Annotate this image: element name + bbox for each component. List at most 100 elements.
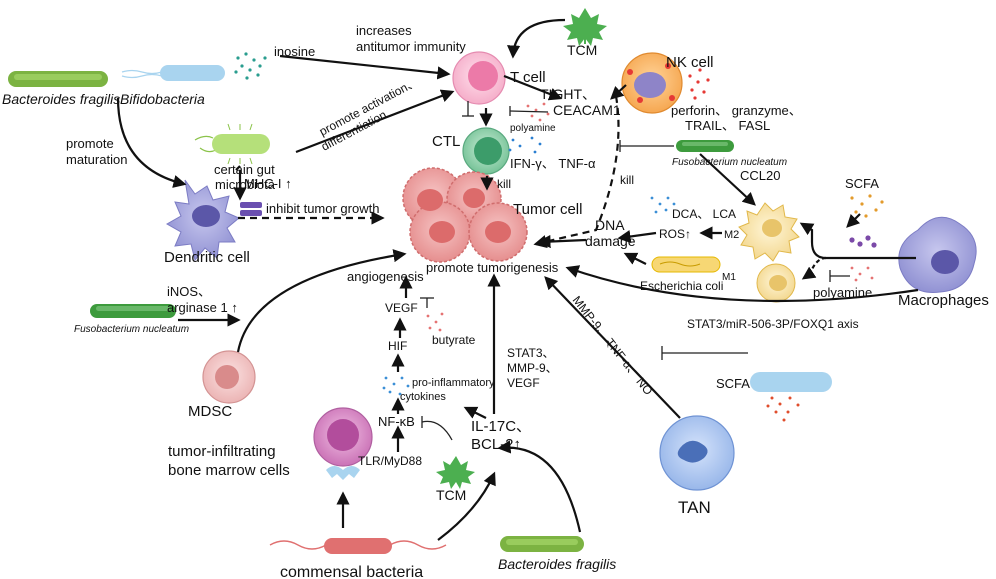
tumor-cell-cluster-icon: [402, 167, 528, 263]
tumor-cell-label: Tumor cell: [513, 201, 582, 218]
ros-label: ROS↑: [659, 227, 691, 241]
m2-label: M2: [724, 229, 739, 241]
mhc-label: MHC-I ↑: [244, 176, 292, 191]
pro-inflammatory-dots-icon: [382, 376, 410, 396]
certain-gut-label-2: microbiota: [215, 177, 276, 192]
increases-label-1: increases: [356, 23, 412, 38]
escherichia-coli-icon: [651, 256, 721, 273]
stat3-axis-label: STAT3/miR-506-3P/FOXQ1 axis: [687, 317, 859, 331]
dna-label-1: DNA: [595, 217, 625, 233]
tight-label: TIGHT、: [540, 86, 596, 102]
bifidobacteria-icon: [121, 65, 225, 81]
dendritic-cell-label: Dendritic cell: [164, 249, 250, 266]
bfragilis-to-dc-arrow: [116, 97, 187, 188]
dendritic-cell-icon: [165, 179, 262, 262]
arrows-layer: [116, 18, 919, 541]
nfkb-label: NF-κB: [378, 414, 415, 429]
ccl20-label: CCL20: [740, 168, 780, 183]
tan-cell-icon: [659, 415, 735, 491]
tan-to-tumor-arrow: [544, 276, 681, 419]
kill-ctl-label: kill: [497, 177, 511, 191]
text-layer: Bacteroides fragilis Bifidobacteria inos…: [2, 23, 989, 579]
inosine-label: inosine: [274, 44, 315, 59]
mdsc-cell-icon: [202, 350, 256, 404]
m1-label: M1: [722, 272, 736, 283]
angiogenesis-label: angiogenesis: [347, 269, 424, 284]
ctl-label: CTL: [432, 133, 460, 150]
tan-label: TAN: [678, 498, 711, 517]
promote-maturation-label-2: maturation: [66, 152, 127, 167]
dna-label-2: damage: [585, 233, 636, 249]
vegf-label: VEGF: [385, 301, 418, 315]
bone-marrow-cell-icon: [313, 407, 373, 480]
tlr-label: TLR/MyD88: [358, 454, 422, 468]
commensal-bacteria-icon: [269, 538, 447, 554]
bifidobacteria-label: Bifidobacteria: [120, 91, 205, 107]
scfa-right-dots-icon: [850, 194, 884, 218]
mac-to-m1-arrow: [801, 256, 827, 280]
macrophage-icon: [898, 216, 977, 293]
scfa-bottom-label: SCFA: [716, 376, 750, 391]
polyamine-top-label: polyamine: [510, 123, 556, 134]
ceacam1-label: CEACAM1: [553, 102, 621, 118]
butyrate-label: butyrate: [432, 333, 476, 347]
polyamine-top-dots-icon: [526, 102, 550, 122]
il17-label-2: BCL-2↑: [471, 436, 521, 453]
bacteroides-fragilis-top-icon: [8, 71, 108, 87]
purple-granules-icon: [849, 235, 877, 248]
tcm-leaf-top-icon: [563, 8, 607, 46]
mac-axis-arrow: [565, 265, 919, 303]
nk-cell-label: NK cell: [666, 54, 714, 71]
fusobacterium-nk-icon: [676, 140, 734, 152]
polyamine-mac-dots-icon: [850, 266, 874, 282]
stat3-mmp-label-2: MMP-9、: [507, 361, 558, 375]
certain-gut-label-1: certain gut: [214, 162, 275, 177]
inosine-dots-icon: [234, 52, 267, 80]
nk-products-label-2: TRAIL、 FASL: [685, 118, 770, 133]
tcm-top-label: TCM: [567, 42, 597, 58]
tcm-leaf-bottom-icon: [436, 456, 475, 489]
ctl-cell-icon: [462, 127, 510, 175]
pro-inflam-label-1: pro-inflammatory: [412, 377, 495, 389]
increases-label-2: antitumor immunity: [356, 39, 466, 54]
kill-nk-label: kill: [620, 173, 634, 187]
promote-tumorigenesis-label: promote tumorigenesis: [426, 260, 559, 275]
bacteroides-fragilis-top-label: Bacteroides fragilis: [2, 91, 120, 107]
ecoli-to-dna-arrow: [623, 252, 647, 265]
fusobacterium-left-icon: [90, 304, 176, 318]
il17-label-1: IL-17C、: [471, 418, 531, 435]
polyamine-inhibit-line: [509, 110, 549, 113]
il17-to-cytokine-arrow: [463, 406, 487, 419]
tcm-to-tcell-arrow: [507, 18, 566, 59]
promote-maturation-label-1: promote: [66, 136, 114, 151]
polyamine-mac-label: polyamine: [813, 285, 872, 300]
m2-macrophage-icon: [738, 202, 800, 262]
bfragilis-to-bcl2-arrow: [497, 440, 582, 533]
fuso-left-label: Fusobacterium nucleatum: [74, 324, 189, 335]
scfa-right-arrow: [846, 213, 861, 228]
bacteroides-fragilis-bottom-icon: [500, 536, 584, 552]
pro-inflam-label-2: cytokines: [400, 391, 446, 403]
stat3-mmp-label-3: VEGF: [507, 376, 540, 390]
commensal-label: commensal bacteria: [280, 564, 423, 579]
inos-label-2: arginase 1 ↑: [167, 300, 238, 315]
fuso-nk-label: Fusobacterium nucleatum: [672, 157, 787, 168]
commensal-to-il17-arrow: [437, 471, 496, 541]
mmp-tnf-label-1: MMP-9、 TNF-α、 NO: [570, 293, 656, 397]
macrophages-label: Macrophages: [898, 292, 989, 309]
nk-products-label-1: perforin、 granzyme、: [671, 103, 802, 118]
escherichia-label: Escherichia coli: [640, 279, 723, 293]
nk-to-ceacam-arrow: [610, 84, 627, 100]
ros-to-dna-arrow: [617, 230, 657, 244]
dna-to-tumor-arrow: [537, 234, 587, 249]
tcell-to-tight-arrow: [503, 74, 563, 101]
tumor-infiltrating-label-1: tumor-infiltrating: [168, 443, 276, 460]
scfa-bottom-bacterium-icon: [750, 372, 832, 422]
inos-label-1: iNOS、: [167, 284, 211, 299]
gut-microbiota-to-tcell-arrow: [295, 89, 455, 154]
m1-macrophage-icon: [756, 263, 796, 303]
certain-gut-microbiota-icon: [194, 123, 270, 165]
nk-granules-icon: [688, 68, 710, 100]
